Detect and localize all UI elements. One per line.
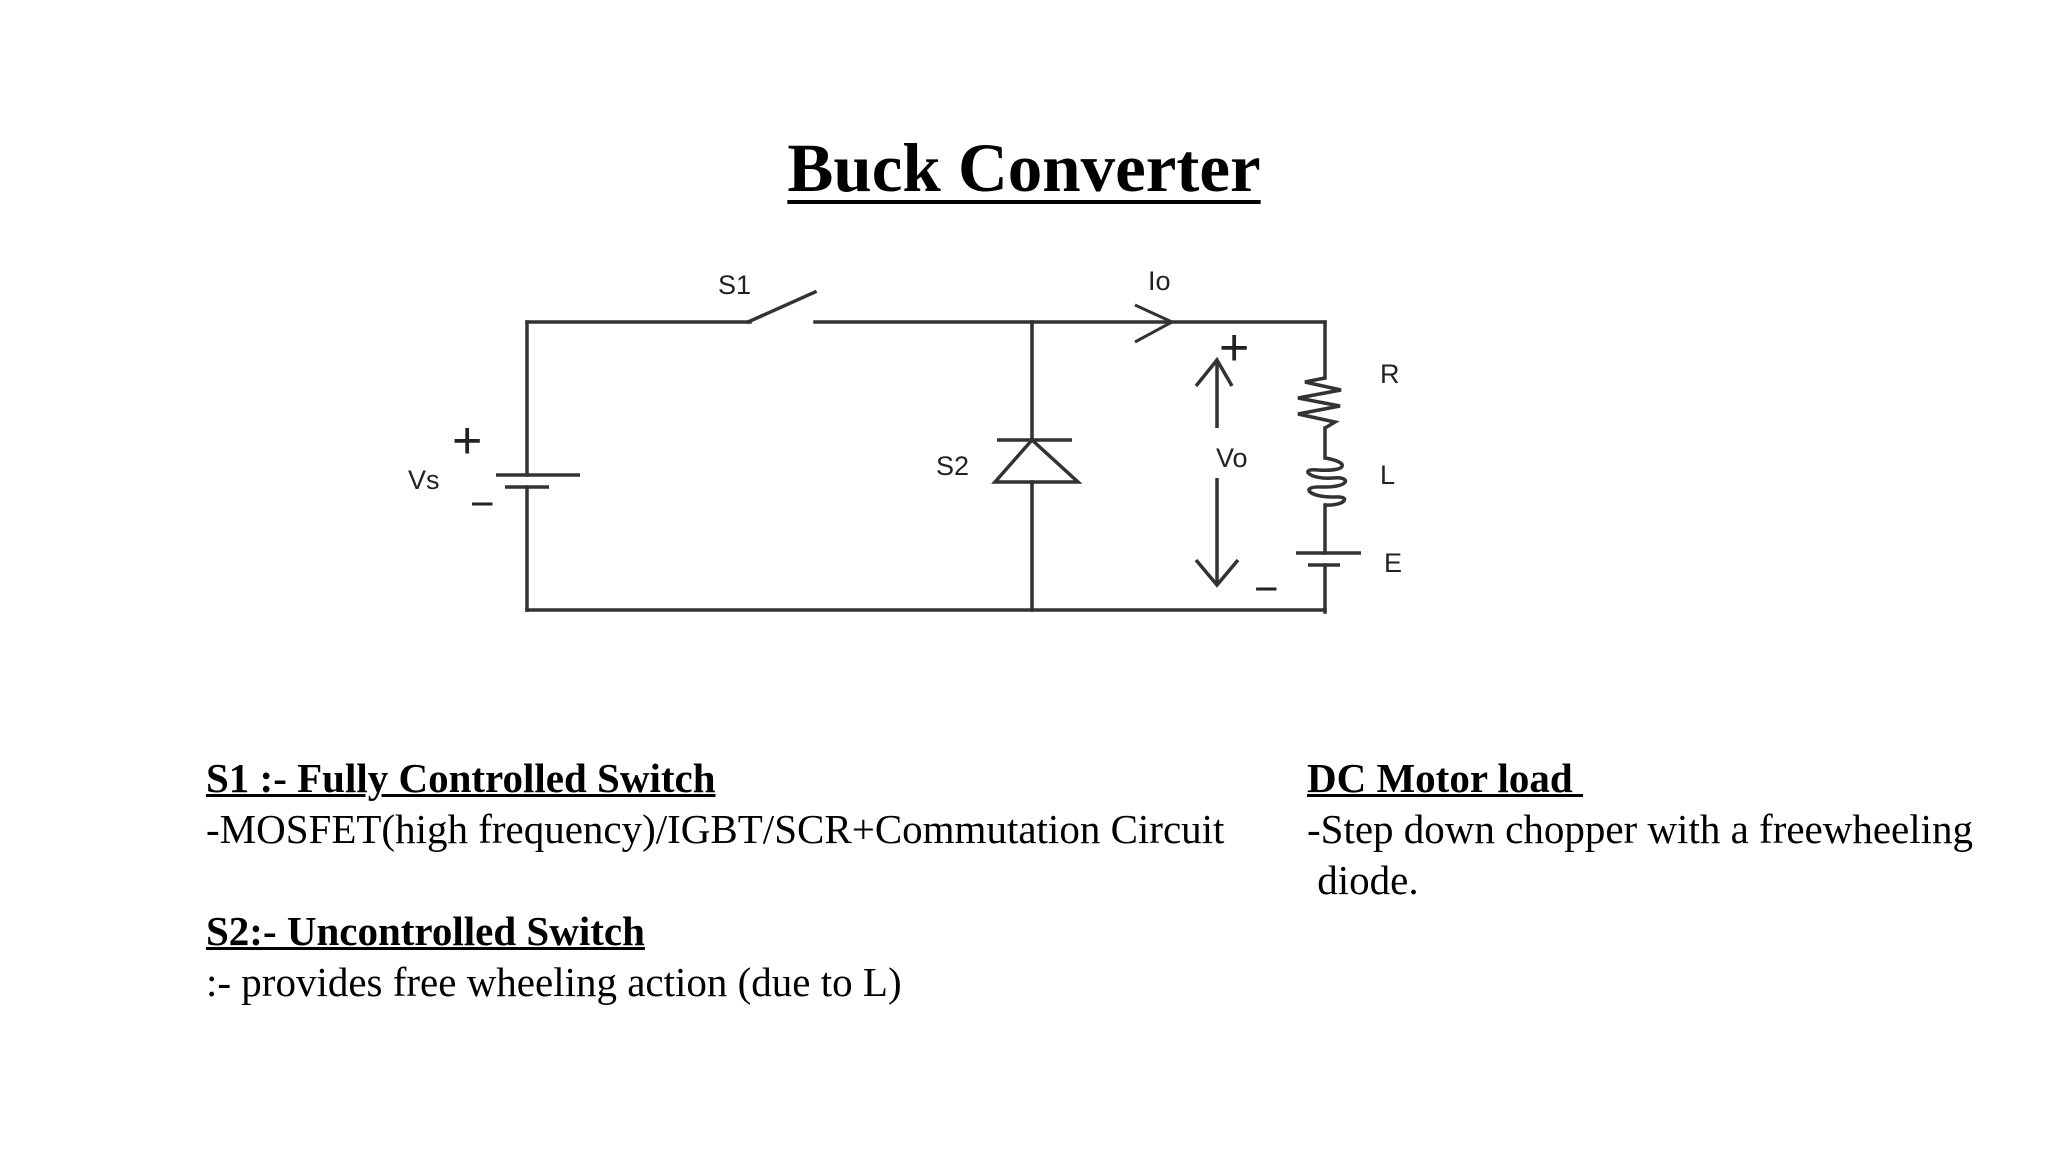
load-description-line2: diode. (1307, 857, 1419, 903)
s1-heading: S1 :- Fully Controlled Switch (206, 755, 716, 801)
current-arrow-icon (1134, 303, 1176, 344)
label-vs: Vs (408, 465, 440, 495)
resistor-r (1297, 376, 1342, 430)
label-r: R (1380, 359, 1400, 389)
label-vo: Vo (1216, 443, 1248, 473)
s1-description: -MOSFET(high frequency)/IGBT/SCR+Commuta… (206, 806, 1225, 852)
battery-e (1296, 551, 1361, 567)
inductor-l (1306, 456, 1348, 507)
battery-vs (496, 473, 580, 489)
slide-title: Buck Converter (787, 130, 1261, 206)
label-e: E (1384, 548, 1402, 578)
load-description-line1: -Step down chopper with a freewheeling (1307, 806, 1974, 852)
label-s2: S2 (936, 451, 969, 481)
load-note: DC Motor load -Step down chopper with a … (1307, 753, 1973, 906)
load-heading: DC Motor load (1307, 755, 1583, 801)
switch-s1-blade (745, 289, 818, 325)
s2-heading: S2:- Uncontrolled Switch (206, 908, 645, 954)
label-l: L (1380, 460, 1395, 490)
vs-plus-sign: + (452, 412, 482, 470)
s2-note: S2:- Uncontrolled Switch :- provides fre… (206, 906, 902, 1008)
vs-minus-sign: − (470, 480, 495, 527)
s2-description: :- provides free wheeling action (due to… (206, 959, 902, 1005)
label-s1: S1 (718, 270, 751, 300)
vo-minus-sign: − (1254, 565, 1279, 612)
s1-note: S1 :- Fully Controlled Switch -MOSFET(hi… (206, 753, 1224, 855)
vo-arrow-icon (1194, 356, 1240, 588)
label-io: Io (1148, 266, 1171, 296)
vo-plus-sign: + (1219, 319, 1249, 377)
diode-s2 (991, 437, 1083, 484)
